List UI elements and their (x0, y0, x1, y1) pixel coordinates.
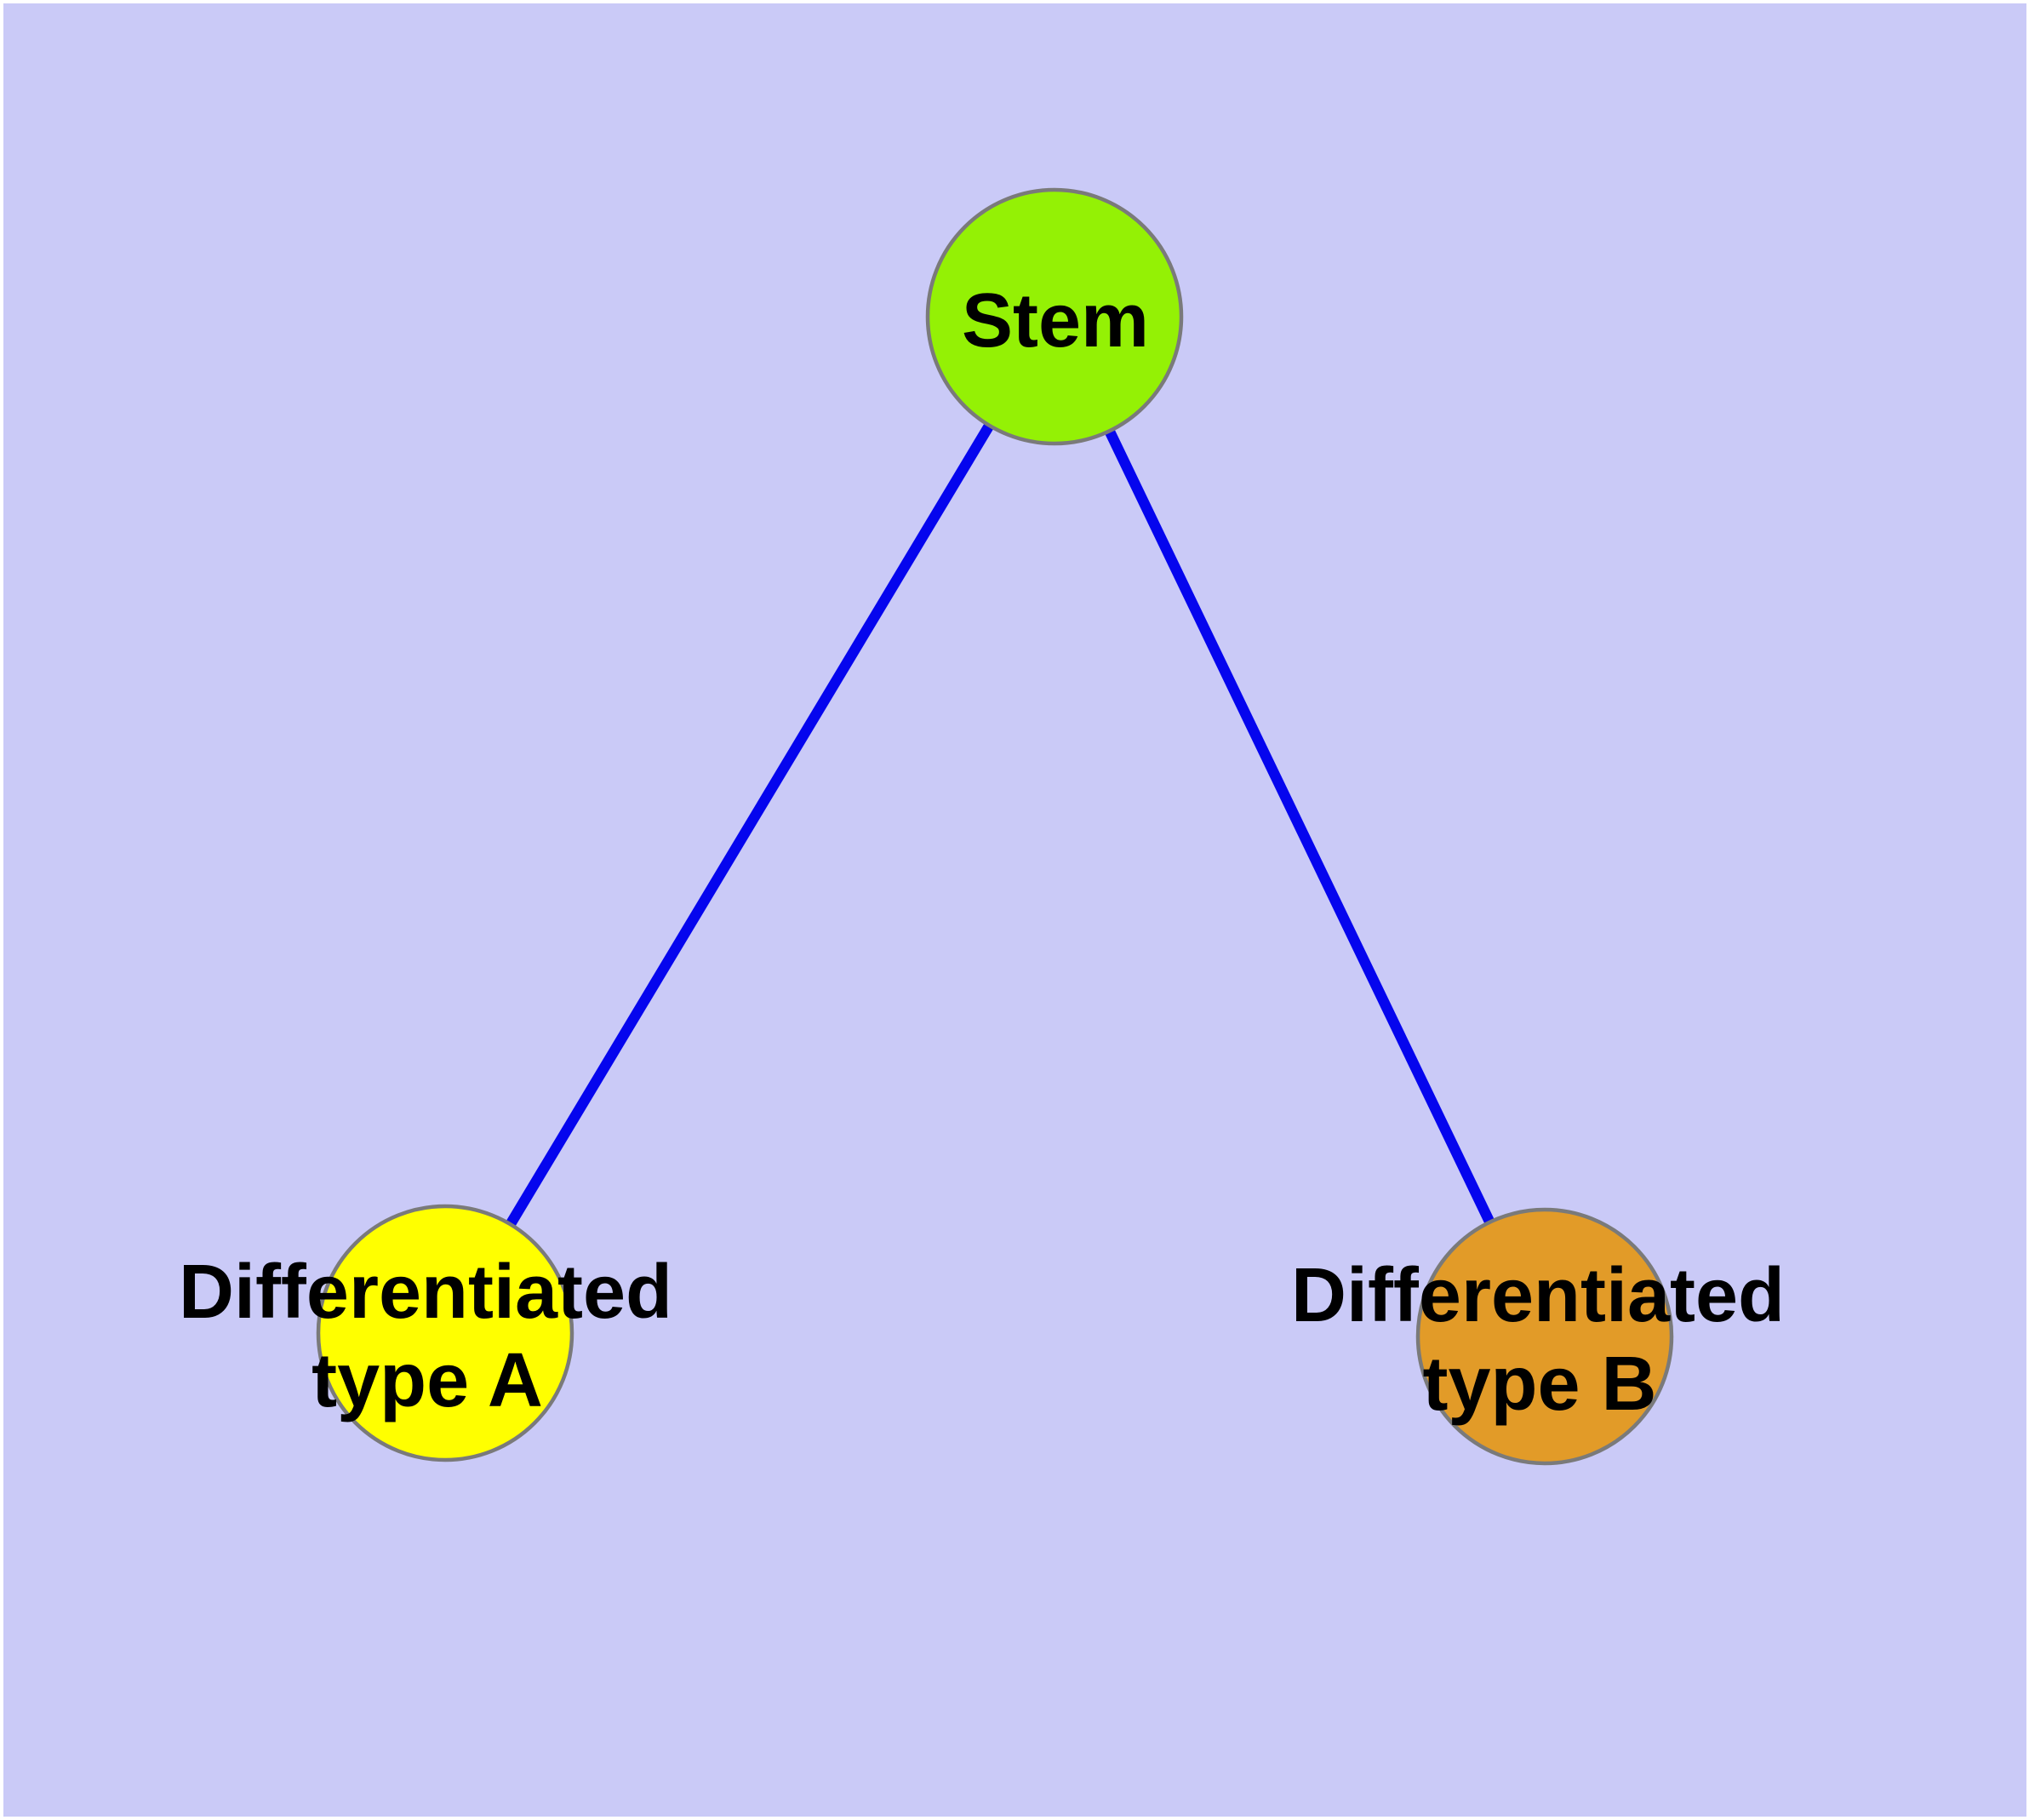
node-type-b-circle (1415, 1207, 1674, 1466)
node-type-a-label-line1: Differentiated (179, 1250, 672, 1335)
edge-stem-to-type-b (1049, 314, 1550, 1339)
node-stem-circle (925, 187, 1184, 446)
node-stem-label: Stem (962, 278, 1149, 363)
node-type-a-circle (316, 1204, 574, 1462)
node-type-b-label-line1: Differentiated (1291, 1253, 1785, 1338)
edge-stem-to-type-a (440, 313, 1060, 1336)
node-type-a-label-line2: type A (311, 1338, 543, 1423)
node-type-b-label-line2: type B (1422, 1342, 1656, 1427)
